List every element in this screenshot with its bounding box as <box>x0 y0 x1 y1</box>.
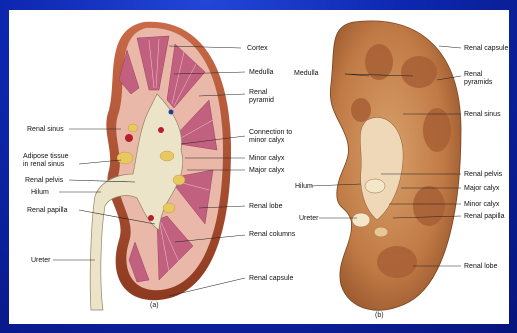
label-renal-capsule-a: Renal capsule <box>249 275 293 282</box>
label-medulla-a: Medulla <box>249 69 274 76</box>
kidney-specimen-b <box>330 21 461 310</box>
label-renal-capsule-b: Renal capsule <box>464 45 508 52</box>
caption-a: (a) <box>150 302 159 309</box>
label-renal-papilla-a: Renal papilla <box>27 207 68 214</box>
label-renal-papilla-b: Renal papilla <box>464 213 505 220</box>
label-renal-lobe-a: Renal lobe <box>249 203 283 210</box>
label-cortex: Cortex <box>247 45 268 52</box>
label-renal-pelvis-a: Renal pelvis <box>25 177 64 184</box>
label-renal-sinus-a: Renal sinus <box>27 126 64 133</box>
label-minor-calyx-b: Minor calyx <box>464 201 500 208</box>
label-hilum-a: Hilum <box>31 189 49 196</box>
kidney-illustration-a <box>90 22 231 310</box>
label-renal-sinus-b: Renal sinus <box>464 111 501 118</box>
label-hilum-b: Hilum <box>295 183 313 190</box>
label-ureter-a: Ureter <box>31 257 51 264</box>
label-minor-calyx-a: Minor calyx <box>249 155 285 162</box>
label-renal-columns: Renal columns <box>249 231 296 238</box>
label-renal-lobe-b: Renal lobe <box>464 263 498 270</box>
label-major-calyx-b: Major calyx <box>464 185 500 192</box>
label-ureter-b: Ureter <box>299 215 319 222</box>
caption-b: (b) <box>375 312 384 319</box>
label-major-calyx-a: Major calyx <box>249 167 285 174</box>
label-renal-pelvis-b: Renal pelvis <box>464 171 503 178</box>
label-medulla-b: Medulla <box>294 70 319 77</box>
